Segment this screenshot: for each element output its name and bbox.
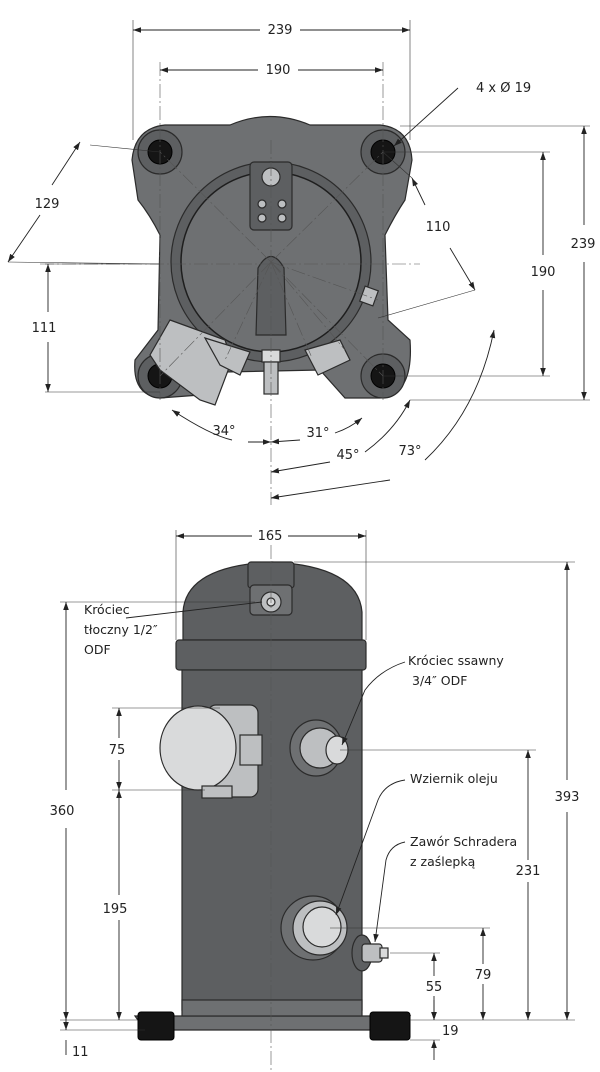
- dim-190-height: 190: [531, 265, 556, 280]
- foot-right: [369, 1011, 411, 1041]
- callout-sight-glass: Wziernik oleju: [410, 771, 498, 786]
- dim-360: 360: [50, 804, 75, 819]
- dim-55: 55: [426, 980, 443, 995]
- callout-suction: Króciec ssawny 3/4″ ODF: [408, 653, 508, 688]
- dim-11: 11: [72, 1045, 89, 1060]
- dim-190-width: 190: [266, 63, 291, 78]
- dim-239-width: 239: [268, 23, 293, 38]
- front-view: 165 393 231 79 55 19 360: [50, 529, 580, 1070]
- foot-left: [137, 1011, 175, 1041]
- dim-195: 195: [103, 902, 128, 917]
- dim-165: 165: [258, 529, 283, 544]
- callout-schrader: Zawór Schradera z zaślepką: [410, 834, 521, 869]
- front-base: [133, 1015, 412, 1031]
- hole-spec-label: 4 x Ø 19: [476, 81, 531, 96]
- dim-393: 393: [555, 790, 580, 805]
- sight-glass: [302, 906, 342, 948]
- angle-31: 31°: [306, 426, 329, 441]
- dim-231: 231: [516, 864, 541, 879]
- dim-110: 110: [426, 220, 451, 235]
- dim-75: 75: [109, 743, 126, 758]
- dim-239-height: 239: [571, 237, 596, 252]
- angle-73: 73°: [398, 444, 421, 459]
- terminal-cap: [159, 705, 237, 791]
- angle-45: 45°: [336, 448, 359, 463]
- dim-19: 19: [442, 1024, 459, 1039]
- angle-34: 34°: [212, 424, 235, 439]
- top-view: 239 190 4 x Ø 19 239 190 129 110: [7, 20, 596, 505]
- dim-79: 79: [475, 968, 492, 983]
- dim-129: 129: [35, 197, 60, 212]
- schrader-valve: [361, 943, 383, 963]
- callout-discharge: Króciec tłoczny 1/2″ ODF: [84, 602, 162, 657]
- dim-111: 111: [32, 321, 57, 336]
